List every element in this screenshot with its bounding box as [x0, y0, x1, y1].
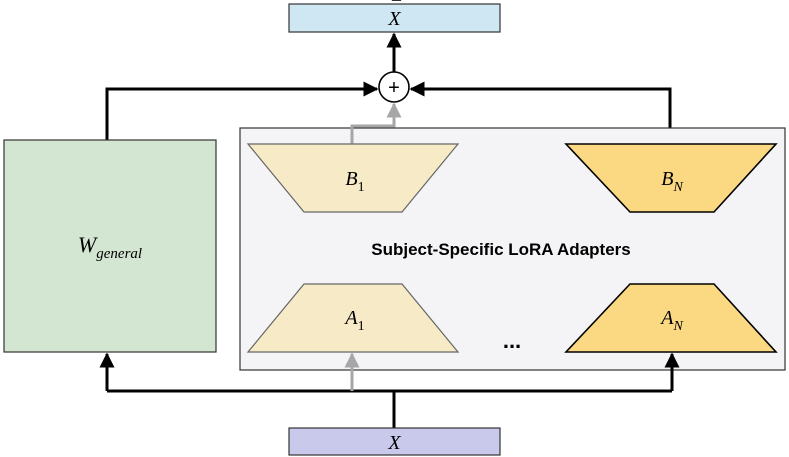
arrow-b1-to-sum	[350, 102, 402, 144]
general-weight-label: Wgeneral	[78, 232, 142, 262]
output-label: X	[387, 8, 401, 30]
output-box	[288, 3, 501, 33]
arrow-bn-to-sum	[409, 81, 672, 144]
adapter-an	[564, 283, 778, 353]
arrow-general-to-sum	[105, 81, 379, 140]
adapter-an-label: AN	[659, 307, 683, 334]
output-label-accent: ¯	[391, 0, 402, 18]
input-label: X	[387, 432, 401, 454]
input-box	[288, 427, 501, 456]
adapters-ellipsis: ...	[503, 328, 521, 353]
adapter-a1-label: A1	[343, 307, 364, 334]
general-weight-box	[3, 139, 217, 353]
sum-symbol: +	[388, 77, 400, 99]
adapter-bn-label: BN	[661, 168, 683, 195]
sum-node	[378, 71, 410, 103]
adapters-title: Subject-Specific LoRA Adapters	[371, 240, 630, 259]
adapter-b1	[246, 143, 460, 213]
adapter-a1	[246, 283, 460, 353]
adapter-bn	[564, 143, 778, 213]
adapter-b1-label: B1	[345, 168, 364, 195]
